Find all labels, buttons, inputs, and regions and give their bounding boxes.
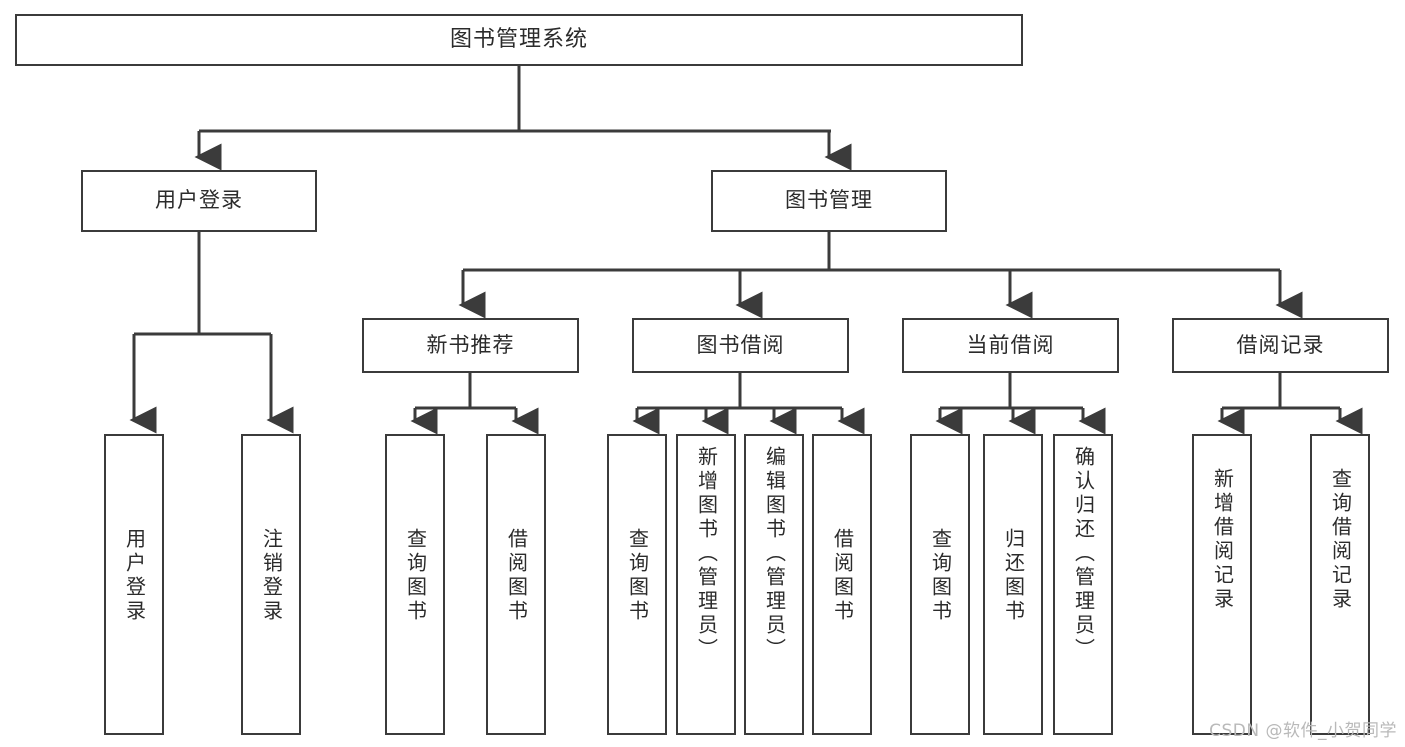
node-user-login-label: 用户登录 xyxy=(155,188,243,213)
node-book-manage[interactable]: 图书管理 xyxy=(711,170,947,232)
node-book-borrow[interactable]: 图书借阅 xyxy=(632,318,849,373)
leaf-label: 查询借阅记录 xyxy=(1328,468,1353,612)
node-current-borrow[interactable]: 当前借阅 xyxy=(902,318,1119,373)
leaf-label: 注销登录 xyxy=(259,528,284,624)
leaf-label: 编辑图书（管理员） xyxy=(762,446,787,662)
node-leaf-record-query[interactable]: 查询借阅记录 xyxy=(1310,434,1370,735)
node-new-book-rec-label: 新书推荐 xyxy=(426,332,515,357)
node-leaf-rec-query[interactable]: 查询图书 xyxy=(385,434,445,735)
leaf-label: 新增借阅记录 xyxy=(1210,468,1235,612)
node-book-borrow-label: 图书借阅 xyxy=(696,332,785,357)
leaf-label: 查询图书 xyxy=(403,528,428,624)
node-leaf-record-add[interactable]: 新增借阅记录 xyxy=(1192,434,1252,735)
node-leaf-user-login[interactable]: 用户登录 xyxy=(104,434,164,735)
node-leaf-rec-borrow[interactable]: 借阅图书 xyxy=(486,434,546,735)
node-leaf-borrow-edit[interactable]: 编辑图书（管理员） xyxy=(744,434,804,735)
node-root-label: 图书管理系统 xyxy=(449,26,588,52)
node-user-login[interactable]: 用户登录 xyxy=(81,170,317,232)
node-book-manage-label: 图书管理 xyxy=(785,188,873,213)
leaf-label: 用户登录 xyxy=(122,528,147,624)
node-leaf-cur-confirm[interactable]: 确认归还（管理员） xyxy=(1053,434,1113,735)
node-current-borrow-label: 当前借阅 xyxy=(966,332,1055,357)
leaf-label: 查询图书 xyxy=(625,528,650,624)
leaf-label: 新增图书（管理员） xyxy=(694,446,719,662)
node-leaf-cur-return[interactable]: 归还图书 xyxy=(983,434,1043,735)
leaf-label: 归还图书 xyxy=(1001,528,1026,624)
node-borrow-record[interactable]: 借阅记录 xyxy=(1172,318,1389,373)
node-leaf-cur-query[interactable]: 查询图书 xyxy=(910,434,970,735)
node-root[interactable]: 图书管理系统 xyxy=(15,14,1023,66)
watermark: CSDN @软件_小贺同学 xyxy=(1209,721,1397,741)
leaf-label: 借阅图书 xyxy=(830,528,855,624)
node-leaf-borrow-lend[interactable]: 借阅图书 xyxy=(812,434,872,735)
node-borrow-record-label: 借阅记录 xyxy=(1236,332,1325,357)
node-leaf-user-logout[interactable]: 注销登录 xyxy=(241,434,301,735)
leaf-label: 确认归还（管理员） xyxy=(1071,446,1096,662)
node-leaf-borrow-add[interactable]: 新增图书（管理员） xyxy=(676,434,736,735)
node-new-book-rec[interactable]: 新书推荐 xyxy=(362,318,579,373)
leaf-label: 借阅图书 xyxy=(504,528,529,624)
leaf-label: 查询图书 xyxy=(928,528,953,624)
node-leaf-borrow-query[interactable]: 查询图书 xyxy=(607,434,667,735)
